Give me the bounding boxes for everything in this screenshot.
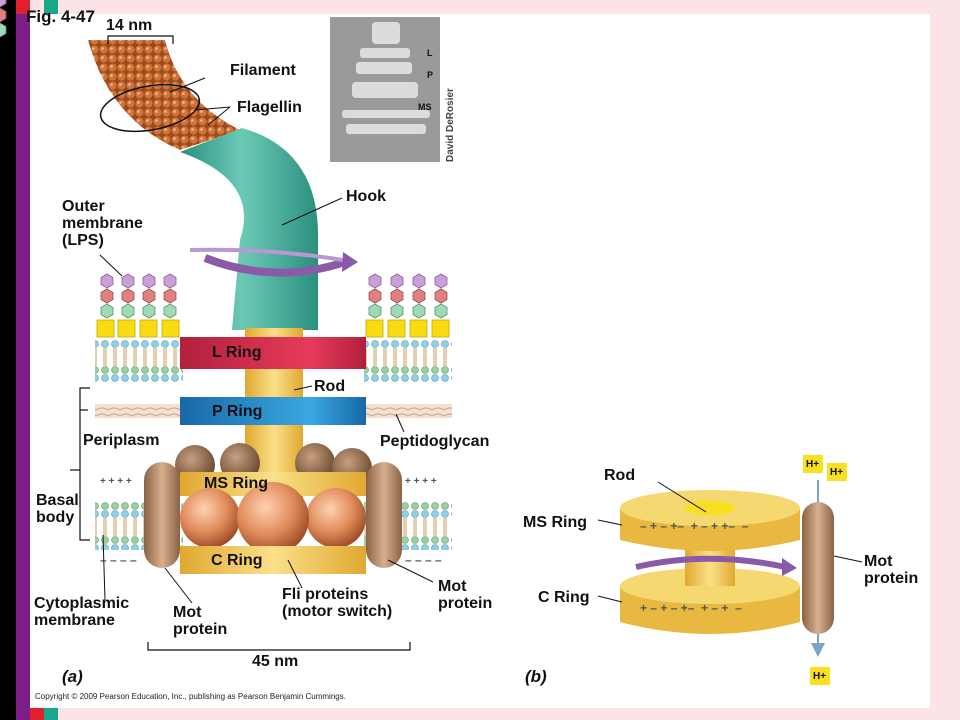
hook — [180, 128, 319, 330]
dimension-14nm: 14 nm — [106, 17, 153, 34]
svg-text:+ + + +: + + + + — [100, 476, 132, 487]
lipid-a-blocks — [96, 319, 450, 338]
lps-molecules — [0, 0, 448, 319]
label-mot-protein-left: Mot protein — [173, 604, 228, 638]
mot-protein-left-shape — [144, 462, 180, 568]
l-ring — [180, 337, 366, 369]
corner-square-red — [16, 0, 30, 14]
leader-lines — [99, 77, 434, 604]
label-basal-body: Basal body — [36, 492, 79, 526]
h-plus-badges — [803, 455, 847, 685]
micrograph-label-l: L — [427, 48, 433, 58]
p-ring — [180, 397, 366, 425]
label-peptidoglycan: Peptidoglycan — [380, 433, 490, 450]
label-c-ring: C Ring — [211, 552, 263, 569]
c-ring — [180, 546, 366, 574]
panel-b-label: (b) — [525, 667, 547, 686]
h-plus-2: H+ — [830, 467, 844, 478]
label-ms-ring: MS Ring — [204, 475, 268, 492]
svg-text:+ – + – +– + – + –: + – + – +– + – + – — [640, 601, 742, 615]
panel-b-motor: – + – +– + – + +– – + – + – +– + – + – — [620, 480, 834, 657]
corner-square-green — [44, 0, 58, 14]
label-l-ring: L Ring — [212, 344, 262, 361]
outer-membrane-right — [364, 340, 452, 382]
panel-a-label: (a) — [62, 667, 83, 686]
left-purple-strip — [16, 0, 30, 720]
label-fli-proteins: Fli proteins (motor switch) — [282, 586, 393, 620]
label-b-ms-ring: MS Ring — [523, 514, 587, 531]
left-black-strip — [0, 0, 16, 720]
mot-protein-right-shape — [366, 462, 402, 568]
corner-square-green-bottom — [44, 706, 58, 720]
dimension-45nm: 45 nm — [252, 653, 299, 670]
filament — [88, 40, 240, 150]
dimension-lines — [70, 35, 411, 651]
label-cytoplasmic-membrane: Cytoplasmic membrane — [34, 595, 130, 629]
micrograph-credit: David DeRosier — [445, 88, 456, 162]
label-b-mot-protein: Mot protein — [864, 553, 919, 587]
label-filament: Filament — [230, 62, 296, 79]
rotation-arrow — [203, 254, 347, 277]
label-rod: Rod — [314, 378, 346, 395]
svg-text:+ + + +: + + + + — [405, 476, 437, 487]
micrograph-label-ms: MS — [418, 102, 432, 112]
label-b-c-ring: C Ring — [538, 589, 590, 606]
peptidoglycan-right — [364, 404, 452, 418]
peptidoglycan-left — [95, 404, 183, 418]
flagellin-highlight-ellipse — [99, 83, 201, 133]
label-mot-protein-right: Mot protein — [438, 578, 493, 612]
corner-square-red-bottom — [30, 706, 44, 720]
label-hook: Hook — [346, 188, 386, 205]
svg-text:– – – –: – – – – — [100, 553, 137, 567]
label-periplasm: Periplasm — [83, 432, 160, 449]
label-b-rod: Rod — [604, 467, 636, 484]
h-plus-3: H+ — [813, 671, 827, 682]
micrograph-label-p: P — [427, 70, 434, 80]
outer-membrane-left — [95, 340, 183, 382]
fli-proteins — [180, 482, 366, 554]
h-plus-1: H+ — [806, 459, 820, 470]
figure-label: Fig. 4-47 — [26, 7, 95, 26]
svg-text:– + – +– + – + +– –: – + – +– + – + +– – — [640, 519, 749, 533]
label-flagellin: Flagellin — [237, 99, 302, 116]
svg-text:– – – –: – – – – — [405, 553, 442, 567]
copyright-notice: Copyright © 2009 Pearson Education, Inc.… — [35, 692, 346, 701]
label-p-ring: P Ring — [212, 403, 263, 420]
label-outer-membrane: Outer membrane (LPS) — [62, 198, 143, 249]
